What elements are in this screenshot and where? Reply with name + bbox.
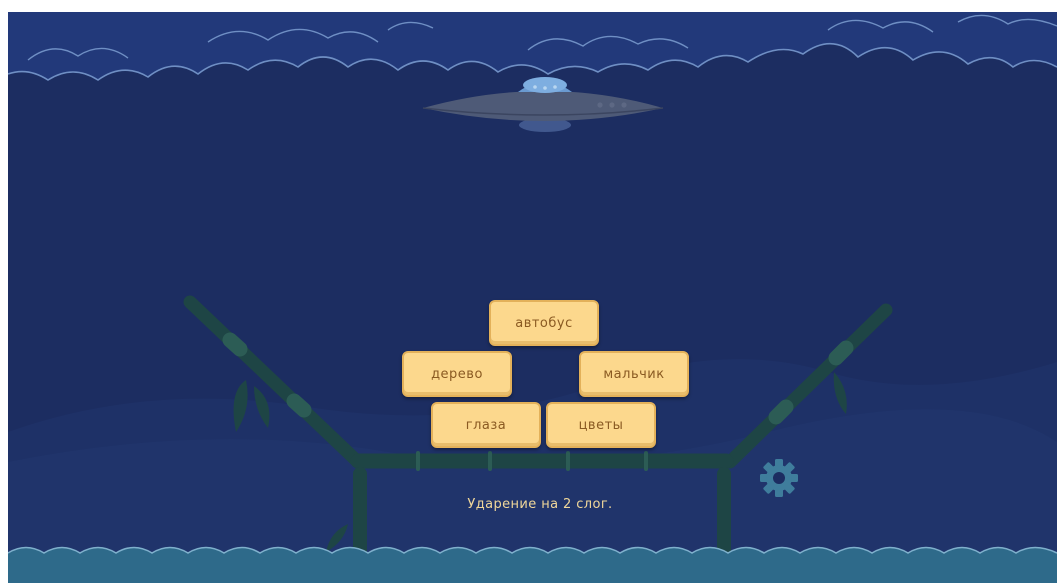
clouds bbox=[8, 12, 1057, 81]
word-block-derevo[interactable]: дерево bbox=[402, 351, 512, 397]
ufo-icon bbox=[422, 77, 664, 132]
settings-button[interactable] bbox=[757, 456, 801, 500]
game-scene bbox=[8, 12, 1057, 583]
hint-text: Ударение на 2 слог. bbox=[467, 497, 613, 512]
gear-icon bbox=[760, 459, 798, 497]
word-label: автобус bbox=[515, 315, 573, 331]
background-hills-near bbox=[8, 409, 1057, 583]
word-label: глаза bbox=[465, 417, 507, 433]
bamboo-structure bbox=[183, 295, 893, 559]
word-label: дерево bbox=[431, 366, 483, 382]
word-block-malchik[interactable]: мальчик bbox=[579, 351, 689, 397]
word-label: цветы bbox=[578, 417, 624, 433]
word-block-glaza[interactable]: глаза bbox=[431, 402, 541, 448]
word-block-tsvety[interactable]: цветы bbox=[546, 402, 656, 448]
game-frame: автобус дерево мальчик глаза цветы Ударе… bbox=[8, 12, 1057, 583]
word-label: мальчик bbox=[603, 366, 665, 382]
word-block-avtobus[interactable]: автобус bbox=[489, 300, 599, 346]
water bbox=[8, 546, 1057, 583]
